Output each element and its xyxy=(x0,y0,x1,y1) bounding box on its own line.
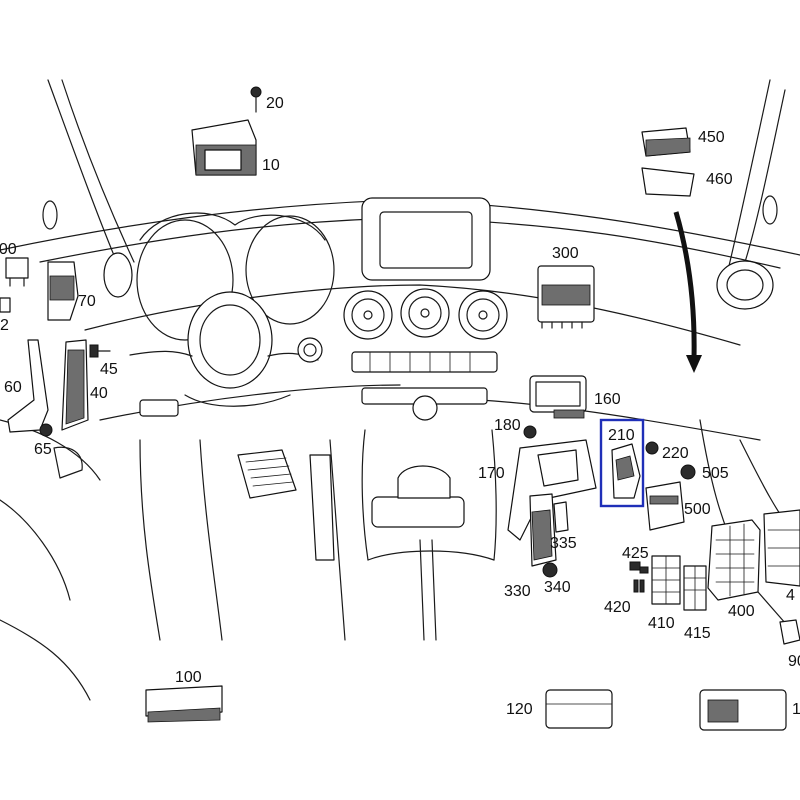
part-45-bolt xyxy=(89,344,111,358)
part-160-module xyxy=(529,375,587,419)
label-45: 45 xyxy=(100,361,118,378)
label-4: 4 xyxy=(786,587,795,604)
label-220: 220 xyxy=(662,445,689,462)
part-450 xyxy=(641,127,691,157)
part-420-fuses xyxy=(633,579,645,593)
part-460 xyxy=(641,167,695,197)
part-210 xyxy=(611,443,641,499)
part-70 xyxy=(47,261,79,321)
pedals xyxy=(53,446,335,561)
part-100-module xyxy=(145,685,223,723)
part-505-nut xyxy=(680,464,696,480)
label-505: 505 xyxy=(702,465,729,482)
label-900-left: 900 xyxy=(0,241,17,258)
label-40: 40 xyxy=(90,385,108,402)
label-160: 160 xyxy=(594,391,621,408)
part-300-module xyxy=(537,265,595,329)
part-410-relay-block xyxy=(651,555,681,605)
callout-labels: 20 10 450 460 900 70 2 45 60 40 65 300 1… xyxy=(0,95,800,718)
part-65-nut xyxy=(39,423,53,437)
label-425: 425 xyxy=(622,545,649,562)
part-900-relay xyxy=(5,257,29,287)
direction-arrow xyxy=(673,211,702,373)
label-100: 100 xyxy=(175,669,202,686)
steering-wheel xyxy=(129,212,335,417)
label-460: 460 xyxy=(706,171,733,188)
part-60-bracket xyxy=(7,339,49,433)
label-170: 170 xyxy=(478,465,505,482)
part-400-fuse-box xyxy=(707,519,761,601)
label-330: 330 xyxy=(504,583,531,600)
highlight-box-210 xyxy=(599,418,645,508)
part-330-module xyxy=(529,493,557,567)
part-10-module xyxy=(191,119,257,176)
part-40-module xyxy=(61,339,89,431)
part-335-clip xyxy=(553,501,569,533)
part-1-module xyxy=(699,689,787,731)
label-70: 70 xyxy=(78,293,96,310)
label-60: 60 xyxy=(4,379,22,396)
part-415-relay-block xyxy=(683,565,707,611)
label-340: 340 xyxy=(544,579,571,596)
label-20: 20 xyxy=(266,95,284,112)
part-90-connector xyxy=(757,591,800,645)
part-4-fuse-box xyxy=(763,509,800,587)
label-2: 2 xyxy=(0,317,9,334)
part-120-module xyxy=(545,689,613,729)
label-120: 120 xyxy=(506,701,533,718)
label-415: 415 xyxy=(684,625,711,642)
label-400: 400 xyxy=(728,603,755,620)
part-180-nut xyxy=(523,425,537,439)
air-vents xyxy=(42,195,778,363)
label-180: 180 xyxy=(494,417,521,434)
label-210: 210 xyxy=(608,427,635,444)
part-340-nut xyxy=(542,562,558,578)
part-20-screw xyxy=(250,86,262,113)
part-425-fuse xyxy=(629,561,649,574)
label-500: 500 xyxy=(684,501,711,518)
label-300: 300 xyxy=(552,245,579,262)
part-220-nut xyxy=(645,441,659,455)
center-display xyxy=(361,197,491,281)
label-1: 1 xyxy=(792,701,800,718)
label-65: 65 xyxy=(34,441,52,458)
part-500-module xyxy=(645,481,685,531)
label-410: 410 xyxy=(648,615,675,632)
label-10: 10 xyxy=(262,157,280,174)
climate-panel xyxy=(351,351,498,528)
part-2 xyxy=(0,297,11,313)
label-450: 450 xyxy=(698,129,725,146)
label-335: 335 xyxy=(550,535,577,552)
label-90: 90 xyxy=(788,653,800,670)
label-420: 420 xyxy=(604,599,631,616)
